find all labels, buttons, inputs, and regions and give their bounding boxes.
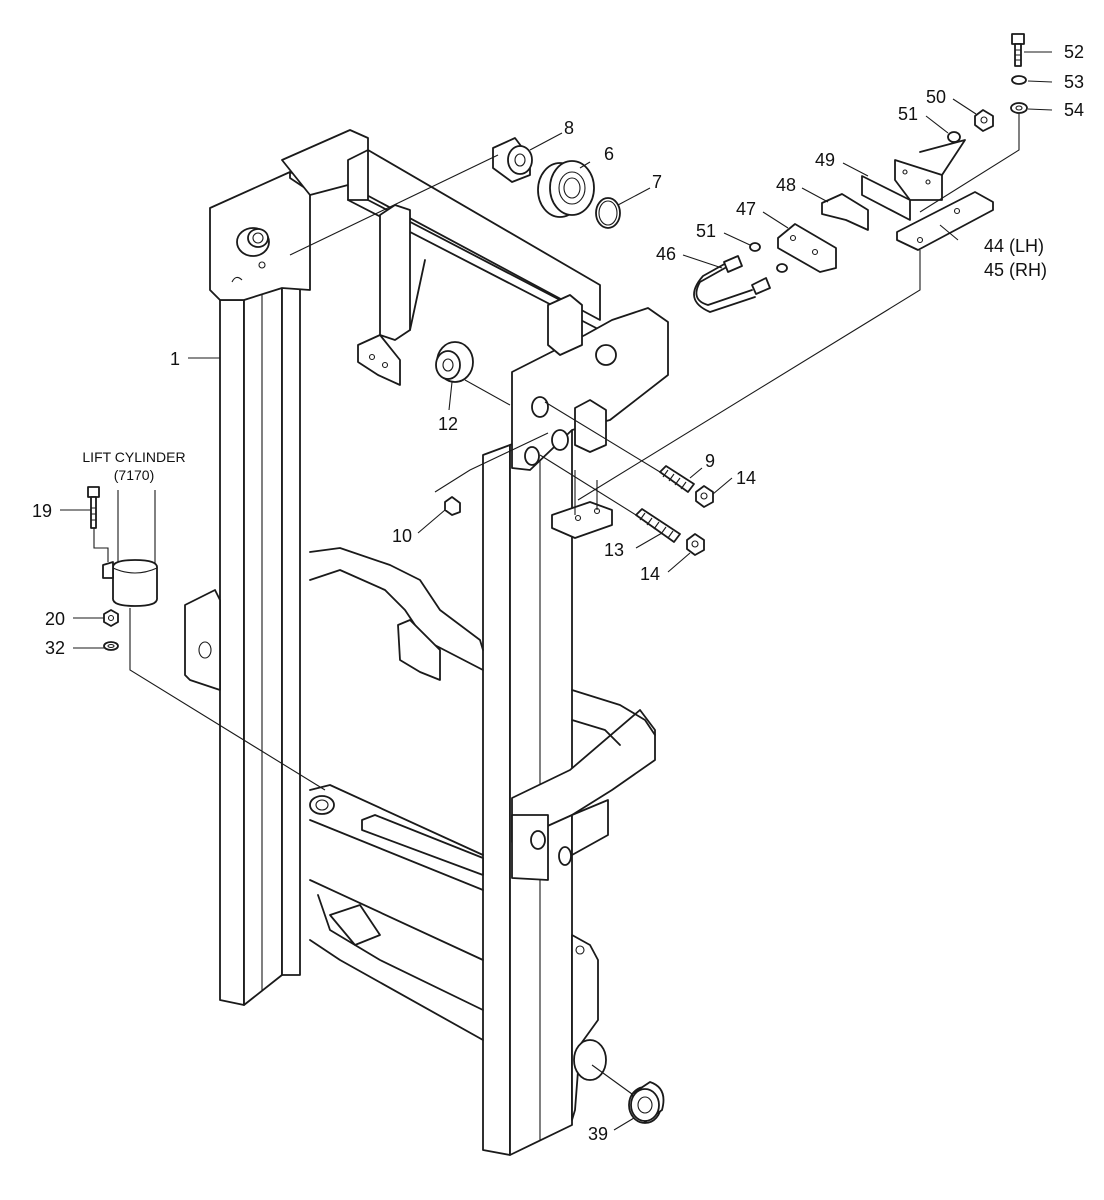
callout-1: 1 [170,349,180,369]
callout-52: 52 [1064,42,1084,62]
lift-cylinder [93,490,326,791]
callout-6: 6 [604,144,614,164]
callout-10: 10 [392,526,412,546]
callout-12: 12 [438,414,458,434]
callout-20: 20 [45,609,65,629]
callout-14-lower: 14 [640,564,660,584]
callout-49: 49 [815,150,835,170]
callout-54: 54 [1064,100,1084,120]
callout-46: 46 [656,244,676,264]
callout-9: 9 [705,451,715,471]
callout-51-lower: 51 [696,221,716,241]
bushing-39 [591,1064,665,1124]
callout-47: 47 [736,199,756,219]
callout-50: 50 [926,87,946,107]
outer-mast-right-rail [482,294,669,1156]
nut-20 [103,609,119,627]
adjuster-bolts [539,401,714,556]
roller-group-top [289,137,621,256]
side-roller-12 [435,341,511,406]
bolt-19 [87,486,100,529]
callout-39: 39 [588,1124,608,1144]
inner-frame [184,547,656,1041]
callout-leaders [60,51,1053,1131]
callout-53: 53 [1064,72,1084,92]
stop-plate [551,250,921,539]
callout-14-upper: 14 [736,468,756,488]
top-cross-beam [281,129,601,386]
lift-cylinder-code: (7170) [114,467,154,483]
outer-mast-left-rail [209,171,311,1006]
callout-48: 48 [776,175,796,195]
callout-32: 32 [45,638,65,658]
callout-44-lh: 44 (LH) [984,236,1044,256]
callout-19: 19 [32,501,52,521]
washer-32 [103,641,119,651]
callout-45-rh: 45 (RH) [984,260,1047,280]
grease-fitting-10 [434,432,549,516]
callout-7: 7 [652,172,662,192]
callout-13: 13 [604,540,624,560]
callout-51-upper: 51 [898,104,918,124]
hose-bracket-assembly [693,33,1028,313]
callout-8: 8 [564,118,574,138]
callout-labels: 1 6 7 8 9 10 12 13 14 14 19 20 32 39 44 … [32,42,1084,1144]
lift-cylinder-label: LIFT CYLINDER [82,449,185,465]
